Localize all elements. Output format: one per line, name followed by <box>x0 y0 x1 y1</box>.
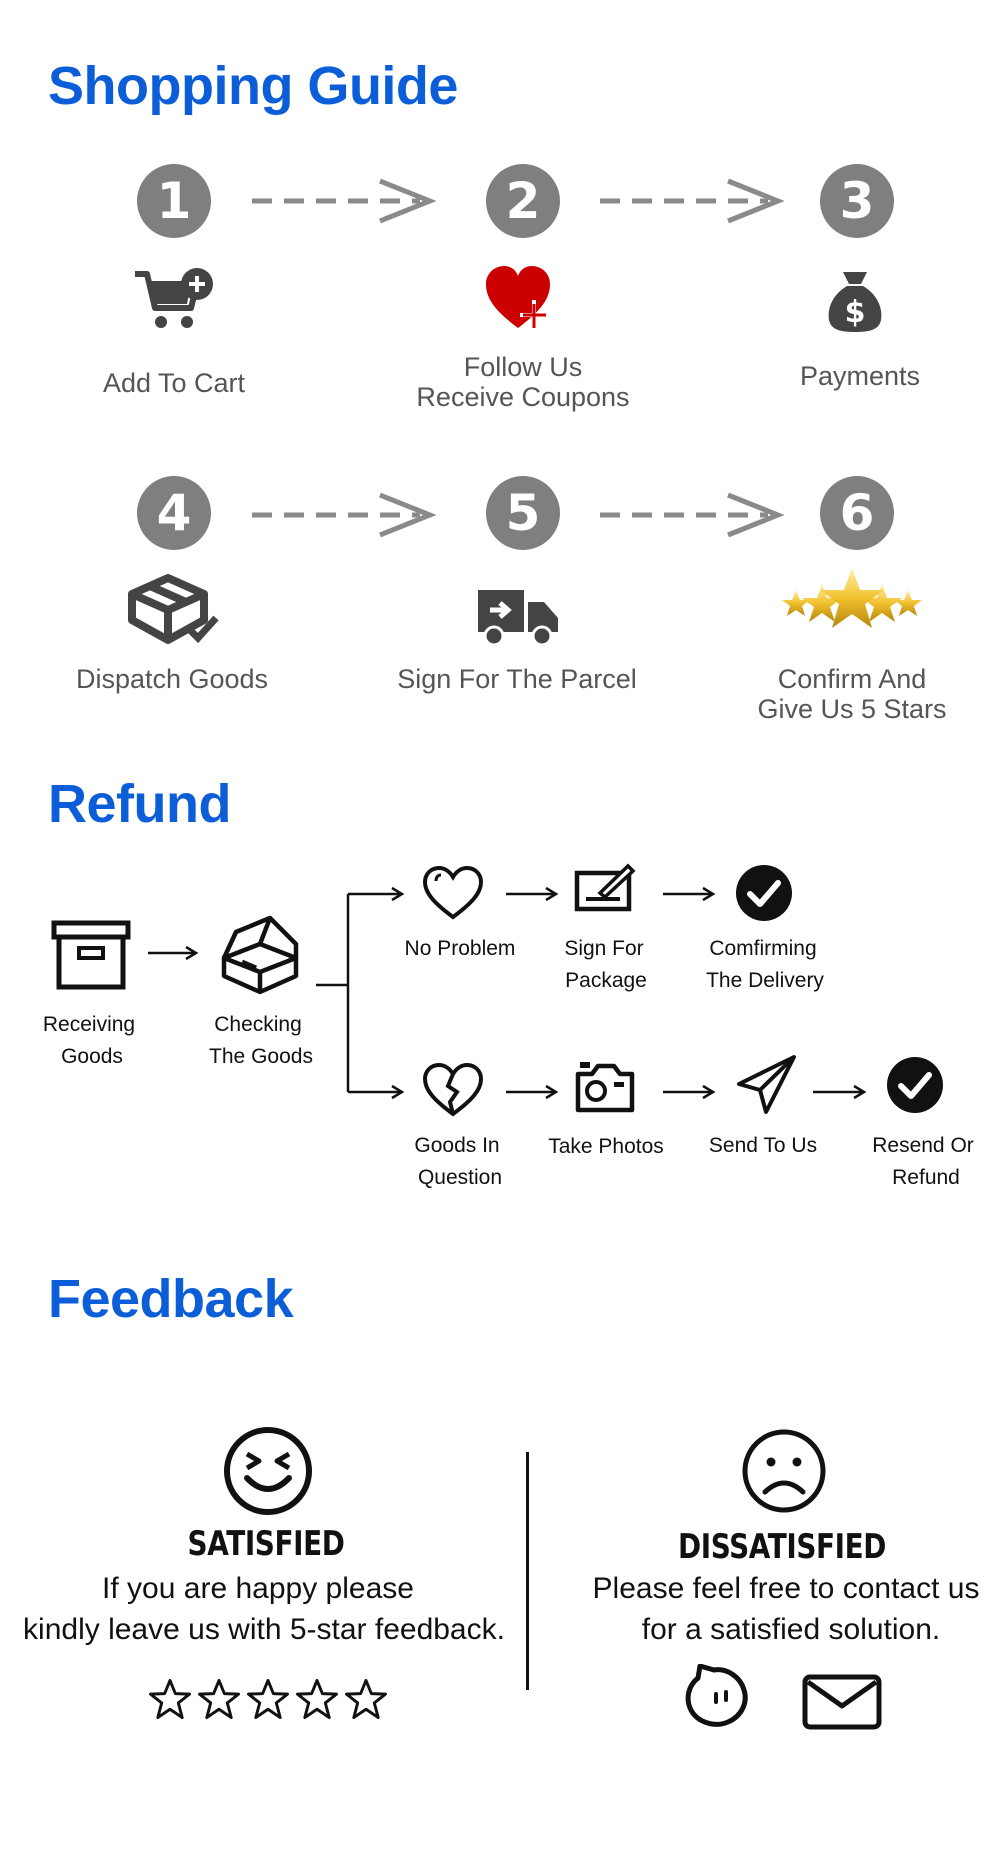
step-6-label-line1: Confirm And <box>777 664 927 694</box>
receiving-goods-label-line1: Receiving <box>42 1013 136 1036</box>
broken-heart-icon <box>422 1062 484 1117</box>
paper-plane-icon <box>737 1055 796 1114</box>
sign-for-package-label-line2: Package <box>565 969 647 992</box>
camera-icon <box>575 1062 635 1113</box>
truck-icon <box>478 590 558 647</box>
heart-outline-icon <box>422 865 484 920</box>
step-3-label: Payments <box>799 361 921 391</box>
step-2-number: 2 <box>486 164 560 238</box>
dashed-arrow-icon <box>252 178 436 224</box>
refund-heading: Refund <box>48 774 231 834</box>
step-2-label-line1: Follow Us <box>463 352 583 382</box>
satisfied-title: SATISFIED <box>187 1524 345 1564</box>
dissatisfied-text-line2: for a satisfied solution. <box>641 1613 941 1646</box>
dashed-arrow-icon <box>600 178 784 224</box>
star-outline-icon <box>148 1678 192 1720</box>
goods-in-question-label-line2: Question <box>417 1166 503 1189</box>
checking-goods-label-line2: The Goods <box>209 1045 313 1068</box>
star-outline-icon <box>344 1678 388 1720</box>
step-3-number: 3 <box>820 164 894 238</box>
chat-bubble-icon[interactable] <box>684 1664 750 1730</box>
dashed-arrow-icon <box>600 492 784 538</box>
dissatisfied-text-line1: Please feel free to contact us <box>592 1572 980 1605</box>
sign-pad-icon <box>574 863 636 912</box>
star-outline-icon <box>246 1678 290 1720</box>
step-4-label: Dispatch Goods <box>75 664 269 694</box>
step-4-number: 4 <box>137 476 211 550</box>
star-outline-icon <box>197 1678 241 1720</box>
goods-in-question-label-line1: Goods In <box>414 1134 500 1157</box>
step-5-number: 5 <box>486 476 560 550</box>
resend-or-refund-label-line2: Refund <box>892 1166 960 1189</box>
receiving-goods-label-line2: Goods <box>61 1045 123 1068</box>
refund-flow-connectors <box>148 886 867 1100</box>
satisfied-text-line1: If you are happy please <box>102 1572 414 1605</box>
box-check-icon <box>128 574 219 644</box>
confirming-delivery-label-line1: Comfirming <box>709 937 817 960</box>
open-box-icon <box>221 915 299 995</box>
no-problem-label: No Problem <box>404 937 516 960</box>
step-1-number: 1 <box>137 164 211 238</box>
feedback-divider <box>526 1452 529 1690</box>
step-1-label: Add To Cart <box>102 368 246 398</box>
archive-box-icon <box>51 920 131 990</box>
svg-text:$: $ <box>845 295 866 330</box>
five-star-rating <box>148 1678 388 1720</box>
step-2-label-line2: Receive Coupons <box>416 382 630 412</box>
step-6-label-line2: Give Us 5 Stars <box>757 694 947 724</box>
laughing-face-icon <box>224 1427 312 1515</box>
step-5-label: Sign For The Parcel <box>397 664 637 694</box>
mail-envelope-icon[interactable] <box>802 1674 882 1730</box>
star-outline-icon <box>295 1678 339 1720</box>
sad-face-icon <box>742 1429 826 1513</box>
sign-for-package-label-line1: Sign For <box>564 937 644 960</box>
check-circle-icon <box>736 865 792 921</box>
money-bag-icon: $ <box>828 272 882 332</box>
confirming-delivery-label-line2: The Delivery <box>706 969 824 992</box>
dissatisfied-title: DISSATISFIED <box>678 1527 886 1567</box>
resend-or-refund-label-line1: Resend Or <box>872 1134 974 1157</box>
shopping-guide-heading: Shopping Guide <box>48 56 458 116</box>
step-6-number: 6 <box>820 476 894 550</box>
send-to-us-label: Send To Us <box>708 1134 818 1157</box>
cart-add-icon <box>135 268 213 328</box>
gold-stars-icon <box>782 568 922 628</box>
heart-plus-icon <box>486 266 550 330</box>
feedback-heading: Feedback <box>48 1269 294 1329</box>
satisfied-text-line2: kindly leave us with 5-star feedback. <box>23 1613 505 1646</box>
checking-goods-label-line1: Checking <box>214 1013 302 1036</box>
dashed-arrow-icon <box>252 492 436 538</box>
take-photos-label: Take Photos <box>548 1135 664 1158</box>
check-circle-icon <box>887 1057 943 1113</box>
